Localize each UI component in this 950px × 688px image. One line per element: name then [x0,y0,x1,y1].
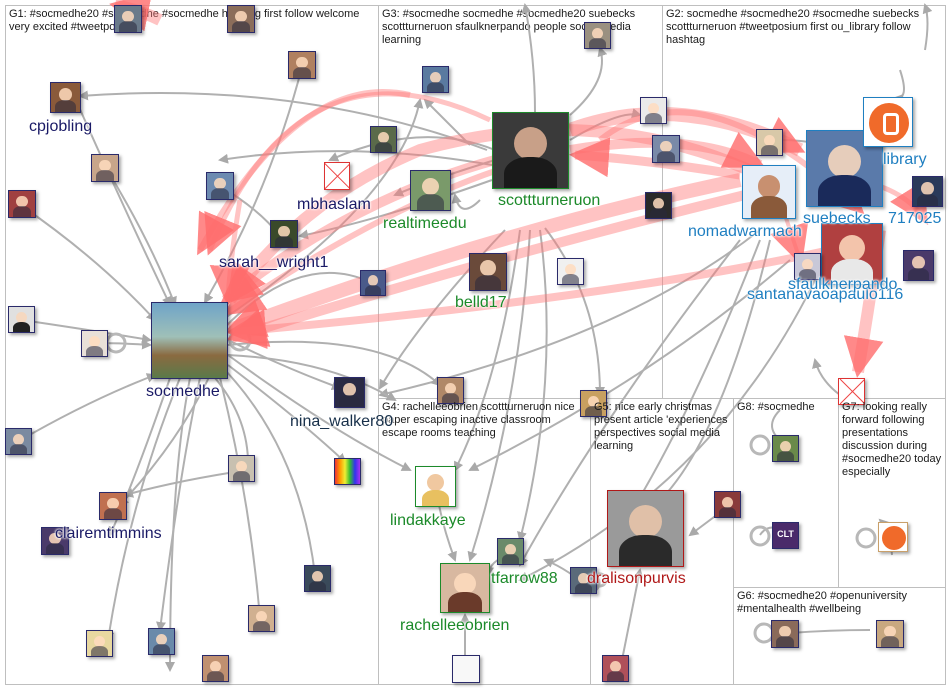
group-label-g8: G8: #socmedhe [737,401,815,413]
avatar-node[interactable] [304,565,331,592]
node-label-mbhaslam[interactable]: mbhaslam [297,196,371,213]
avatar-belld17[interactable] [469,253,507,291]
avatar-node[interactable] [756,129,783,156]
avatar-socmedhe[interactable] [151,302,228,379]
node-label-scottturneruon[interactable]: scottturneruon [498,192,601,209]
avatar-lindakkaye[interactable] [415,466,456,507]
avatar-rachelleeobrien[interactable] [440,563,490,613]
node-label-realtimeedu[interactable]: realtimeedu [383,215,467,232]
node-label-sarah-wright1[interactable]: sarah__wright1 [219,254,329,271]
avatar-node[interactable] [370,126,397,153]
group-box-g6 [733,587,946,685]
avatar-node[interactable] [640,97,667,124]
broken-image-icon[interactable] [838,378,865,405]
avatar-node[interactable] [645,192,672,219]
avatar-sarah-wright1[interactable] [270,220,298,248]
avatar-node[interactable] [202,655,229,682]
avatar-node[interactable] [81,330,108,357]
avatar-node[interactable] [41,527,69,555]
node-label-suebecks[interactable]: suebecks [803,210,871,227]
group-label-g2: G2: socmedhe #socmedhe20 #socmedhe suebe… [666,8,920,46]
avatar-node[interactable] [422,66,449,93]
avatar-node[interactable] [437,377,464,404]
avatar-scottturneruon[interactable] [492,112,569,189]
avatar-node[interactable] [8,190,36,218]
avatar-suebecks[interactable] [806,130,883,207]
avatar-sfaulknerpando[interactable] [821,223,883,285]
avatar-node[interactable] [794,253,821,280]
avatar-node[interactable] [714,491,741,518]
avatar-tfarrow88[interactable] [497,538,524,565]
node-label-santa[interactable]: santanavaoapaulo116 [747,286,904,303]
node-label-cpjobling[interactable]: cpjobling [29,118,93,135]
node-label-rachelleeobrien[interactable]: rachelleeobrien [400,617,510,634]
avatar-node[interactable] [570,567,597,594]
avatar-node[interactable] [771,620,799,648]
avatar-node[interactable] [360,270,386,296]
node-label-clairemtimmins[interactable]: clairemtimmins [55,525,162,542]
group-label-g6: G6: #socmedhe20 #openuniversity #mentalh… [737,590,907,615]
node-label-nomadwarmac[interactable]: nomadwarmach [688,223,802,240]
avatar-node[interactable] [86,630,113,657]
avatar-node[interactable] [903,250,934,281]
avatar-node[interactable] [602,655,629,682]
group-label-g5: G5: nice early christmas present article… [594,401,728,452]
group-label-g1: G1: #socmedhe20 #socmedhe #socmedhe hash… [9,8,360,33]
edge [74,97,172,307]
clt-logo-icon[interactable]: CLT [772,522,799,549]
avatar-clairemtimmins[interactable] [99,492,127,520]
avatar-cpjobling[interactable] [50,82,81,113]
node-label-socmedhe[interactable]: socmedhe [146,383,220,400]
avatar-nomadwarmac[interactable] [742,165,796,219]
avatar-node[interactable] [248,605,275,632]
avatar-node[interactable] [584,22,611,49]
sketch-avatar-icon[interactable] [452,655,480,683]
broken-image-icon[interactable] [324,162,350,190]
uh-logo-icon[interactable] [334,458,361,485]
avatar-node[interactable] [876,620,904,648]
avatar-node[interactable] [5,428,32,455]
avatar-node[interactable] [148,628,175,655]
avatar-node[interactable] [652,135,680,163]
avatar-node[interactable] [228,455,255,482]
node-label-belld17[interactable]: belld17 [455,294,507,311]
avatar-node[interactable] [912,176,943,207]
group-label-g7: G7: looking really forward following pre… [842,401,942,478]
avatar-nina-walker[interactable] [334,377,365,408]
avatar-node[interactable] [91,154,119,182]
node-label-nina-walker[interactable]: nina_walker80 [290,413,394,430]
avatar-realtimeedu[interactable] [410,170,451,211]
node-label-library[interactable]: library [883,151,927,168]
avatar-dralisonpurvis[interactable] [607,490,684,567]
cartoon-avatar-icon[interactable] [557,258,584,285]
node-label-tfarrow88[interactable]: tfarrow88 [491,570,558,587]
ou-library-logo-icon[interactable] [863,97,913,147]
group-label-g3: G3: #socmedhe socmedhe #socmedhe20 suebe… [382,8,636,46]
avatar-node[interactable] [227,5,255,33]
node-label-717025[interactable]: 717025 [888,210,942,227]
avatar-node[interactable] [206,172,234,200]
avatar-node[interactable] [288,51,316,79]
node-label-dralisonpurvis[interactable]: dralisonpurvis [587,570,686,587]
avatar-node[interactable] [8,306,35,333]
node-label-lindakkaye[interactable]: lindakkaye [390,512,466,529]
avatar-node[interactable] [114,5,142,33]
avatar-node[interactable] [772,435,799,462]
ou-library-logo-icon[interactable] [878,522,908,552]
avatar-node[interactable] [580,390,607,417]
node-label-sfaulknerpando[interactable]: sfaulknerpando [788,276,898,293]
group-label-g4: G4: rachelleeobrien scottturneruon nice … [382,401,575,439]
